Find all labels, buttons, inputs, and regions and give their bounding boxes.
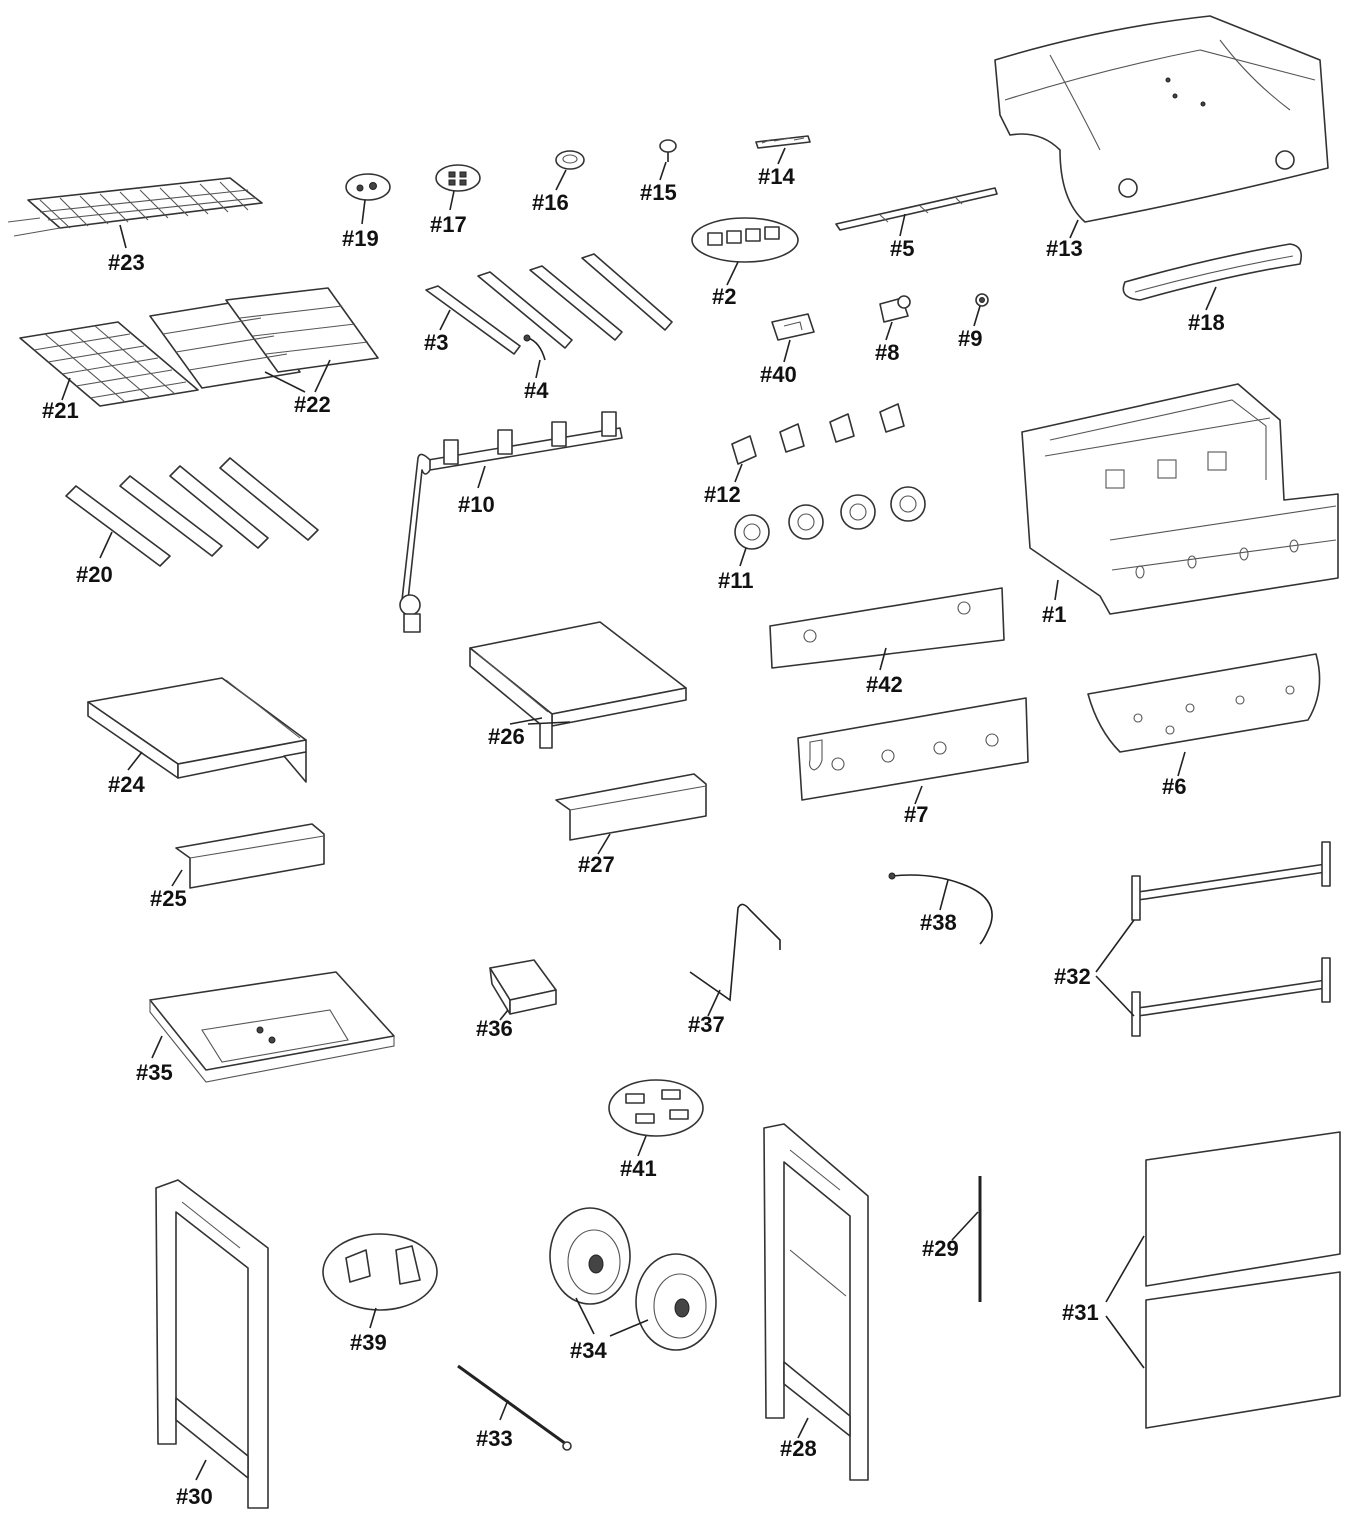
label-16: #16 (532, 190, 569, 215)
label-30: #30 (176, 1484, 213, 1509)
label-26: #26 (488, 724, 525, 749)
label-19: #19 (342, 226, 379, 251)
part-24-side-shelf-left (87, 677, 307, 783)
label-3: #3 (424, 330, 448, 355)
part-3-burner-tubes (425, 253, 673, 355)
part-40-bracket (771, 313, 815, 341)
label-34: #34 (570, 1338, 607, 1363)
part-6-control-panel-cover (1087, 653, 1321, 753)
part-labels: #23 #19 #17 #16 #15 #14 #13 #5 #2 #18 #2… (42, 164, 1225, 1509)
label-7: #7 (904, 802, 928, 827)
label-25: #25 (150, 886, 187, 911)
part-13-lid (994, 15, 1329, 223)
label-4: #4 (524, 378, 549, 403)
part-16-thermometer-bezel (555, 150, 585, 170)
part-15-thermometer (659, 139, 677, 162)
label-6: #6 (1162, 774, 1186, 799)
label-23: #23 (108, 250, 145, 275)
part-26-side-shelf-right (469, 621, 687, 749)
label-9: #9 (958, 326, 982, 351)
label-21: #21 (42, 398, 79, 423)
part-22-cooking-grates (149, 287, 379, 389)
part-19-screws (345, 173, 391, 201)
label-8: #8 (875, 340, 899, 365)
label-36: #36 (476, 1016, 513, 1041)
label-33: #33 (476, 1426, 513, 1451)
part-39-door-catch (322, 1233, 438, 1311)
label-37: #37 (688, 1012, 725, 1037)
label-2: #2 (712, 284, 736, 309)
label-1: #1 (1042, 602, 1066, 627)
part-5-heat-shield (835, 187, 998, 231)
part-31-side-panels (1145, 1131, 1341, 1429)
label-14: #14 (758, 164, 795, 189)
label-5: #5 (890, 236, 914, 261)
label-15: #15 (640, 180, 677, 205)
part-38-wire (888, 872, 993, 945)
part-10-valve-manifold (399, 411, 623, 633)
part-30-left-leg-frame (155, 1179, 269, 1509)
part-41-caster-clips (608, 1079, 704, 1137)
part-4-electrode (523, 334, 546, 361)
label-10: #10 (458, 492, 495, 517)
part-21-cooking-grate (19, 321, 199, 407)
part-18-handle (1122, 243, 1303, 301)
part-23-warming-rack (7, 177, 263, 237)
label-29: #29 (922, 1236, 959, 1261)
part-7-control-panel (797, 697, 1029, 801)
part-12-knob-bezels (731, 403, 905, 465)
part-2-control-clips (691, 217, 799, 263)
part-32-cross-braces (1131, 841, 1331, 1037)
part-14-logo-plate (755, 135, 811, 149)
part-34-wheels (549, 1207, 717, 1351)
part-27-shelf-cover (555, 773, 707, 841)
label-13: #13 (1046, 236, 1083, 261)
label-42: #42 (866, 672, 903, 697)
label-32: #32 (1054, 964, 1091, 989)
part-1-firebox (1021, 383, 1339, 615)
label-22: #22 (294, 392, 331, 417)
label-11: #11 (718, 568, 754, 593)
part-25-shelf-cover (175, 823, 325, 889)
part-9-igniter-cap (975, 293, 989, 307)
part-36-grease-cup (489, 959, 557, 1015)
label-38: #38 (920, 910, 957, 935)
label-39: #39 (350, 1330, 387, 1355)
part-42-rear-panel (769, 587, 1005, 669)
part-17-bolts (435, 164, 481, 192)
part-8-igniter (879, 295, 911, 323)
part-33-axle (457, 1364, 572, 1451)
label-17: #17 (430, 212, 467, 237)
part-35-bottom-shelf (149, 971, 395, 1083)
label-20: #20 (76, 562, 113, 587)
label-41: #41 (620, 1156, 657, 1181)
label-27: #27 (578, 852, 615, 877)
label-31: #31 (1062, 1300, 1099, 1325)
part-37-wire-bracket (689, 903, 781, 1002)
label-40: #40 (760, 362, 797, 387)
label-12: #12 (704, 482, 741, 507)
part-28-right-leg-frame (763, 1123, 869, 1481)
label-35: #35 (136, 1060, 173, 1085)
part-20-flame-tamers (65, 457, 319, 567)
label-28: #28 (780, 1436, 817, 1461)
part-11-control-knobs (734, 486, 926, 550)
label-18: #18 (1188, 310, 1225, 335)
label-24: #24 (108, 772, 145, 797)
